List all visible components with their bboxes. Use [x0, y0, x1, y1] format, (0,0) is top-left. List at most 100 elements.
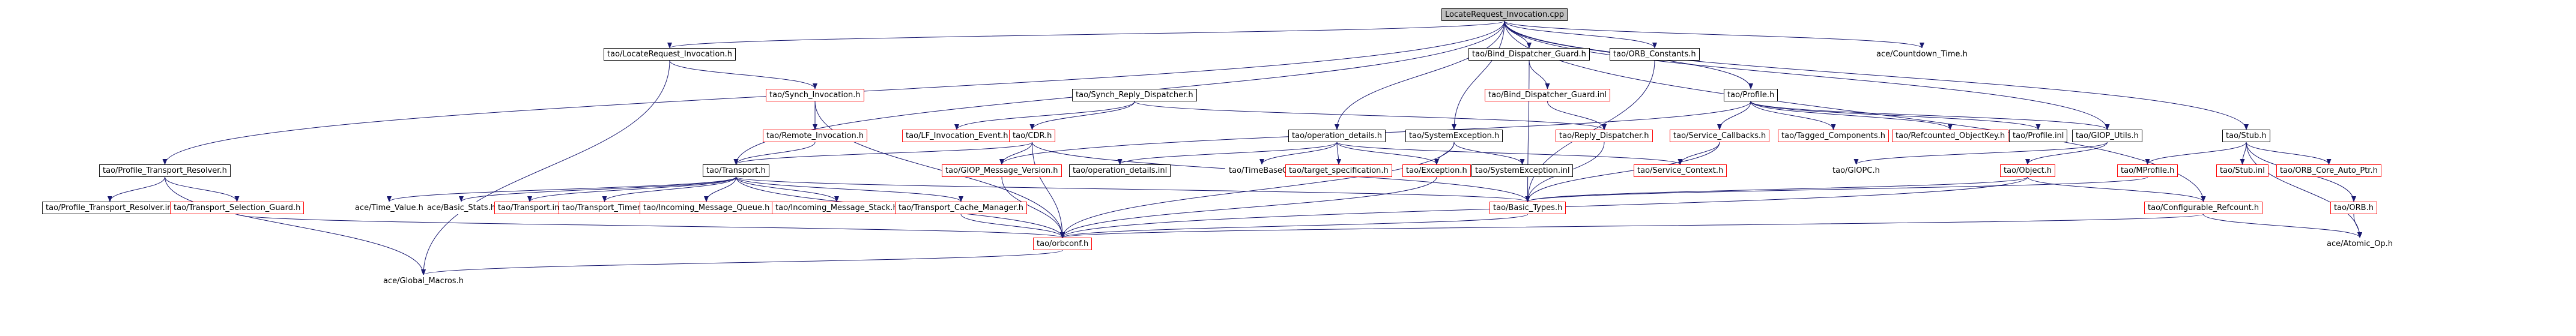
- node-n48[interactable]: ace/Atomic_Op.h: [2323, 238, 2396, 250]
- node-n30[interactable]: tao/GIOPC.h: [1829, 164, 1884, 177]
- node-n18[interactable]: tao/Profile.inl: [2009, 130, 2068, 142]
- node-n41[interactable]: tao/Incoming_Message_Queue.h: [640, 202, 774, 214]
- node-n33[interactable]: tao/Stub.inl: [2216, 164, 2268, 177]
- node-n28[interactable]: tao/SystemException.inl: [1471, 164, 1574, 177]
- edge-n12-n24: [1117, 142, 1338, 165]
- edge-n0-n13: [1452, 20, 1505, 130]
- edge-n45-n48: [2203, 214, 2362, 238]
- edge-n13-n47: [1060, 142, 1455, 238]
- edge-n11-n47: [1032, 142, 1065, 238]
- node-n21[interactable]: tao/Profile_Transport_Resolver.h: [99, 164, 231, 177]
- edge-n1-n49: [421, 60, 670, 275]
- edge-n6-n47: [814, 101, 1065, 238]
- node-n24[interactable]: tao/operation_details.inl: [1069, 164, 1171, 177]
- node-n9[interactable]: tao/Remote_Invocation.h: [763, 130, 868, 142]
- node-n38[interactable]: ace/Basic_Stats.h: [423, 202, 499, 214]
- edge-n15-n29: [1677, 142, 1720, 165]
- edge-n12-n27: [1336, 142, 1439, 165]
- edge-n22-n37: [387, 176, 736, 202]
- node-n36[interactable]: tao/Transport_Selection_Guard.h: [170, 202, 305, 214]
- node-n32[interactable]: tao/MProfile.h: [2117, 164, 2178, 177]
- node-n39[interactable]: tao/Transport.inl: [494, 202, 565, 214]
- edge-n23-n47: [1001, 176, 1065, 238]
- edge-n15-n44: [1525, 142, 1720, 202]
- node-n16[interactable]: tao/Tagged_Components.h: [1778, 130, 1890, 142]
- edge-n12-n26: [1336, 142, 1341, 165]
- node-n23[interactable]: tao/GIOP_Message_Version.h: [942, 164, 1062, 177]
- node-n31[interactable]: tao/Object.h: [2000, 164, 2056, 177]
- node-n26[interactable]: tao/target_specification.h: [1285, 164, 1392, 177]
- node-n46[interactable]: tao/ORB.h: [2330, 202, 2377, 214]
- node-n15[interactable]: tao/Service_Callbacks.h: [1670, 130, 1770, 142]
- edge-n0-n19: [1504, 20, 2110, 130]
- edge-n22-n39: [527, 176, 736, 202]
- edge-n22-n38: [459, 176, 736, 202]
- edge-n8-n19: [1750, 101, 2110, 130]
- edge-n0-n20: [1504, 20, 2249, 130]
- node-n25[interactable]: tao/TimeBaseC.h: [1225, 164, 1299, 177]
- node-n44[interactable]: tao/Basic_Types.h: [1490, 202, 1566, 214]
- node-n1[interactable]: tao/LocateRequest_Invocation.h: [604, 48, 736, 61]
- edge-n22-n43: [736, 176, 963, 202]
- edge-n32-n44: [1525, 176, 2148, 202]
- edge-n19-n30: [1853, 142, 2108, 165]
- node-n34[interactable]: tao/ORB_Core_Auto_Ptr.h: [2276, 164, 2381, 177]
- node-n11[interactable]: tao/CDR.h: [1009, 130, 1056, 142]
- edge-n0-n2: [1504, 20, 1532, 49]
- node-n27[interactable]: tao/Exception.h: [1402, 164, 1471, 177]
- edge-n8-n16: [1750, 101, 1836, 130]
- edge-n19-n31: [2025, 142, 2108, 165]
- edge-n27-n47: [1060, 176, 1437, 238]
- node-n29[interactable]: tao/Service_Context.h: [1634, 164, 1727, 177]
- node-n19[interactable]: tao/GIOP_Utils.h: [2072, 130, 2142, 142]
- node-n40[interactable]: tao/Transport_Timer.h: [559, 202, 651, 214]
- edge-n31-n45: [2027, 176, 2206, 202]
- edge-n11-n22: [733, 142, 1032, 165]
- node-n5[interactable]: tao/Synch_Reply_Dispatcher.h: [1072, 89, 1197, 101]
- node-n45[interactable]: tao/Configurable_Refcount.h: [2144, 202, 2263, 214]
- node-n2[interactable]: tao/Bind_Dispatcher_Guard.h: [1468, 48, 1590, 61]
- edge-n13-n27: [1434, 142, 1455, 165]
- edge-n12-n25: [1259, 142, 1338, 165]
- node-n35[interactable]: tao/Profile_Transport_Resolver.inl: [42, 202, 178, 214]
- node-n22[interactable]: tao/Transport.h: [703, 164, 769, 177]
- edge-n2-n7: [1529, 60, 1550, 89]
- node-n47[interactable]: tao/orbconf.h: [1033, 238, 1093, 250]
- edge-n22-n44: [736, 176, 1530, 202]
- edge-n5-n10: [954, 101, 1135, 130]
- node-n6[interactable]: tao/Synch_Invocation.h: [766, 89, 864, 101]
- edge-n22-n41: [704, 176, 736, 202]
- edge-n8-n17: [1750, 101, 1953, 130]
- edge-n45-n47: [1060, 214, 2204, 238]
- node-n43[interactable]: tao/Transport_Cache_Manager.h: [895, 202, 1027, 214]
- edge-n2-n44: [1525, 60, 1530, 202]
- node-n12[interactable]: tao/operation_details.h: [1288, 130, 1386, 142]
- edge-n44-n47: [1060, 214, 1528, 238]
- node-n17[interactable]: tao/Refcounted_ObjectKey.h: [1892, 130, 2009, 142]
- node-n14[interactable]: tao/Reply_Dispatcher.h: [1556, 130, 1653, 142]
- node-n4[interactable]: ace/Countdown_Time.h: [1873, 48, 1971, 61]
- edge-n0-n12: [1335, 20, 1505, 130]
- node-n49[interactable]: ace/Global_Macros.h: [380, 275, 467, 287]
- node-n13[interactable]: tao/SystemException.h: [1405, 130, 1503, 142]
- edge-n7-n14: [1547, 101, 1607, 130]
- node-n37[interactable]: ace/Time_Value.h: [351, 202, 427, 214]
- node-n0: LocateRequest_Invocation.cpp: [1441, 8, 1568, 21]
- node-n20[interactable]: tao/Stub.h: [2222, 130, 2270, 142]
- node-n7[interactable]: tao/Bind_Dispatcher_Guard.inl: [1485, 89, 1611, 101]
- node-n8[interactable]: tao/Profile.h: [1724, 89, 1778, 101]
- node-n3[interactable]: tao/ORB_Constants.h: [1610, 48, 1700, 61]
- edge-n31-n44: [1525, 176, 2028, 202]
- edge-n13-n28: [1453, 142, 1525, 165]
- edge-n12-n29: [1336, 142, 1683, 165]
- node-n10[interactable]: tao/LF_Invocation_Event.h: [902, 130, 1012, 142]
- edge-n0-n3: [1504, 20, 1657, 49]
- edge-n20-n32: [2145, 142, 2247, 165]
- edge-n21-n35: [108, 176, 165, 202]
- edge-n5-n11: [1029, 101, 1135, 130]
- edge-n8-n15: [1717, 101, 1751, 130]
- edge-n8-n18: [1750, 101, 2041, 130]
- node-n42[interactable]: tao/Incoming_Message_Stack.h: [772, 202, 902, 214]
- edge-n46-n48: [2353, 214, 2362, 238]
- edge-n43-n47: [960, 214, 1065, 238]
